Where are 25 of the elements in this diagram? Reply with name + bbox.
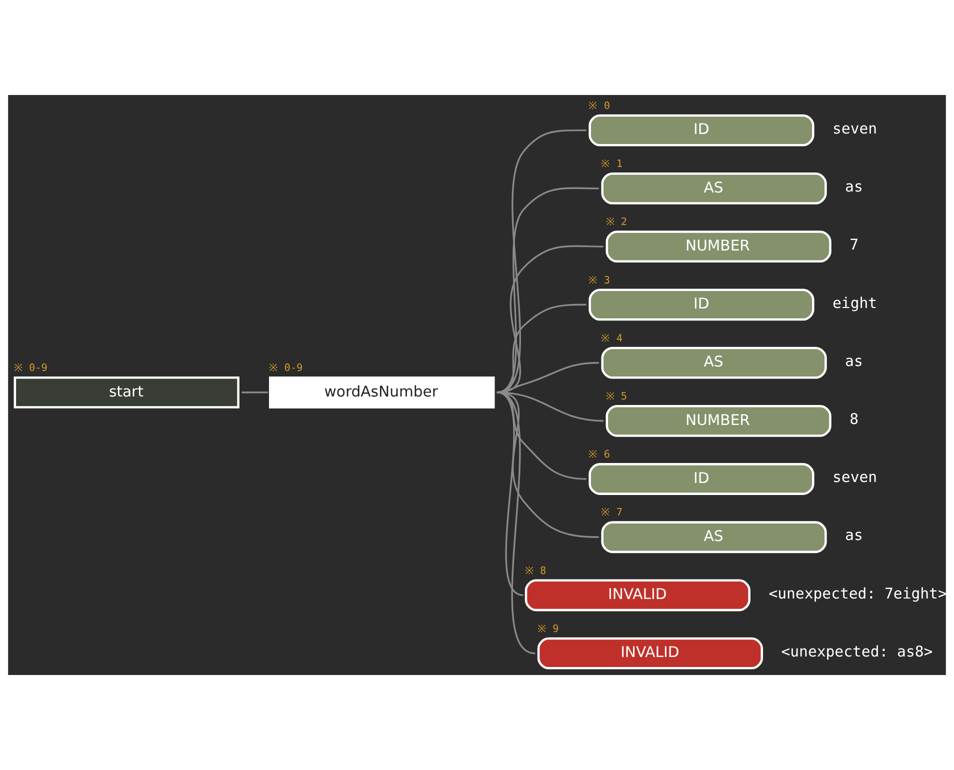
node-label: seven [832,120,878,138]
node-label: ※ 5 [606,390,628,402]
node-label: as [845,352,863,370]
node-label: ※ 0-9 [269,362,303,374]
node-label: ※ 4 [601,332,623,344]
node-label: ※ 0 [588,100,610,112]
node-label: eight [832,294,878,312]
node-label: ※ 8 [524,564,546,577]
node-label: as [845,527,863,544]
node-label: ※ 6 [588,448,610,461]
node-label: ※ 3 [588,274,610,286]
node-label: <unexpected: as8> [781,643,933,660]
connector [242,392,268,394]
node-label: ※ 1 [601,158,623,170]
connector [496,187,599,394]
node-label: ※ 9 [537,622,559,635]
node-label: <unexpected: 7eight> [768,585,947,602]
node-label: ※ 7 [601,506,623,519]
node-label: seven [832,469,878,486]
node-label: 8 [850,410,859,428]
node-label: ※ 2 [606,216,628,228]
connector [496,392,536,654]
node-label: 7 [850,236,859,254]
node-label: as [845,178,863,196]
node-label: ※ 0-9 [14,362,48,374]
